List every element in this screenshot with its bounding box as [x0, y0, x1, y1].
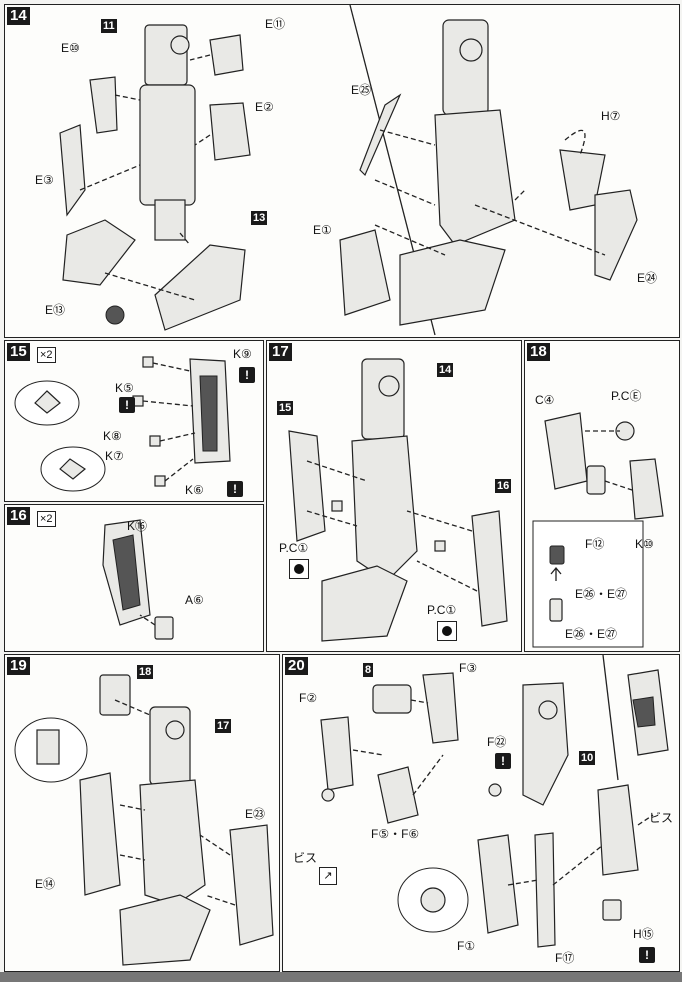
- label-f2: F②: [299, 691, 318, 705]
- ref-part-15: 15: [277, 401, 294, 415]
- label-pc1-left: P.C①: [279, 541, 309, 555]
- label-e1: E①: [313, 223, 332, 237]
- label-pc1-right: P.C①: [427, 603, 457, 617]
- step-number: 16: [7, 507, 30, 525]
- hole-icon: [289, 559, 309, 579]
- step-18-illustration: [532, 412, 664, 648]
- label-k8: K⑧: [103, 429, 122, 443]
- ref-part-16: 16: [495, 479, 512, 493]
- label-pce: P.CⒺ: [611, 389, 642, 403]
- label-e10: E⑩: [61, 41, 80, 55]
- warning-icon: !: [495, 753, 511, 769]
- ref-part-17: 17: [215, 719, 232, 733]
- label-f3: F③: [459, 661, 478, 675]
- label-e3: E③: [35, 173, 54, 187]
- label-k16: K⑯: [127, 519, 148, 533]
- step-18-panel: 18 C④ P.CⒺ K⑩ F⑫ E㉖・E㉗ E㉖・E㉗: [524, 340, 680, 652]
- step-15-illustration: [14, 356, 231, 492]
- step-number: 15: [7, 343, 30, 361]
- step-number: 20: [285, 657, 308, 675]
- ref-part-13: 13: [251, 211, 268, 225]
- label-f5-f6: F⑤・F⑥: [371, 827, 420, 841]
- step-17-illustration: [288, 358, 508, 642]
- step-number: 14: [7, 7, 30, 25]
- step-19-panel: 19 18 17 E⑭ E㉓: [4, 654, 280, 972]
- warning-icon: !: [639, 947, 655, 963]
- label-k5: K⑤: [115, 381, 134, 395]
- label-f17: F⑰: [555, 951, 575, 965]
- step-16-illustration: [102, 519, 174, 640]
- label-c4: C④: [535, 393, 555, 407]
- label-e23: E㉓: [245, 807, 266, 821]
- label-e24: E㉔: [637, 271, 658, 285]
- label-k7: K⑦: [105, 449, 124, 463]
- step-20-panel: 20 8 F③ F② F㉒ ! 10 ビス: [282, 654, 680, 972]
- label-e14: E⑭: [35, 877, 56, 891]
- label-h7: H⑦: [601, 109, 621, 123]
- label-bis-right: ビス: [649, 811, 674, 825]
- label-a6: A⑥: [185, 593, 204, 607]
- ref-part-18: 18: [137, 665, 154, 679]
- quantity-multiplier: ×2: [37, 347, 56, 363]
- screw-icon: ↗: [319, 867, 337, 885]
- quantity-multiplier: ×2: [37, 511, 56, 527]
- step-15-panel: 15 ×2 K⑨ ! K⑤ ! K⑧ K⑦ K⑥ !: [4, 340, 264, 502]
- ref-part-14: 14: [437, 363, 454, 377]
- bottom-edge: [0, 972, 682, 982]
- label-k9: K⑨: [233, 347, 252, 361]
- ref-part-11: 11: [101, 19, 117, 33]
- label-e26-e27-bottom: E㉖・E㉗: [565, 627, 618, 641]
- step-number: 19: [7, 657, 30, 675]
- hole-icon: [437, 621, 457, 641]
- warning-icon: !: [227, 481, 243, 497]
- label-k10: K⑩: [635, 537, 654, 551]
- label-e26-e27-top: E㉖・E㉗: [575, 587, 628, 601]
- step-19-illustration: [14, 674, 274, 966]
- label-k6: K⑥: [185, 483, 204, 497]
- label-f1: F①: [457, 939, 476, 953]
- label-e11: E⑪: [265, 17, 286, 31]
- label-e25: E㉕: [351, 83, 372, 97]
- step-20-illustration: [320, 655, 669, 948]
- ref-part-10: 10: [579, 751, 596, 765]
- step-16-panel: 16 ×2 K⑯ A⑥: [4, 504, 264, 652]
- label-e2: E②: [255, 100, 274, 114]
- warning-icon: !: [119, 397, 135, 413]
- label-f22: F㉒: [487, 735, 507, 749]
- step-number: 18: [527, 343, 550, 361]
- step-number: 17: [269, 343, 292, 361]
- label-e13: E⑬: [45, 303, 66, 317]
- warning-icon: !: [239, 367, 255, 383]
- step-14-illustration: [59, 5, 638, 336]
- ref-part-8: 8: [363, 663, 374, 677]
- label-h15: H⑮: [633, 927, 654, 941]
- step-17-panel: 17 14 15 16 P.C① P.C①: [266, 340, 522, 652]
- step-14-panel: 14: [4, 4, 680, 338]
- label-f12: F⑫: [585, 537, 605, 551]
- label-bis-left: ビス: [293, 851, 318, 865]
